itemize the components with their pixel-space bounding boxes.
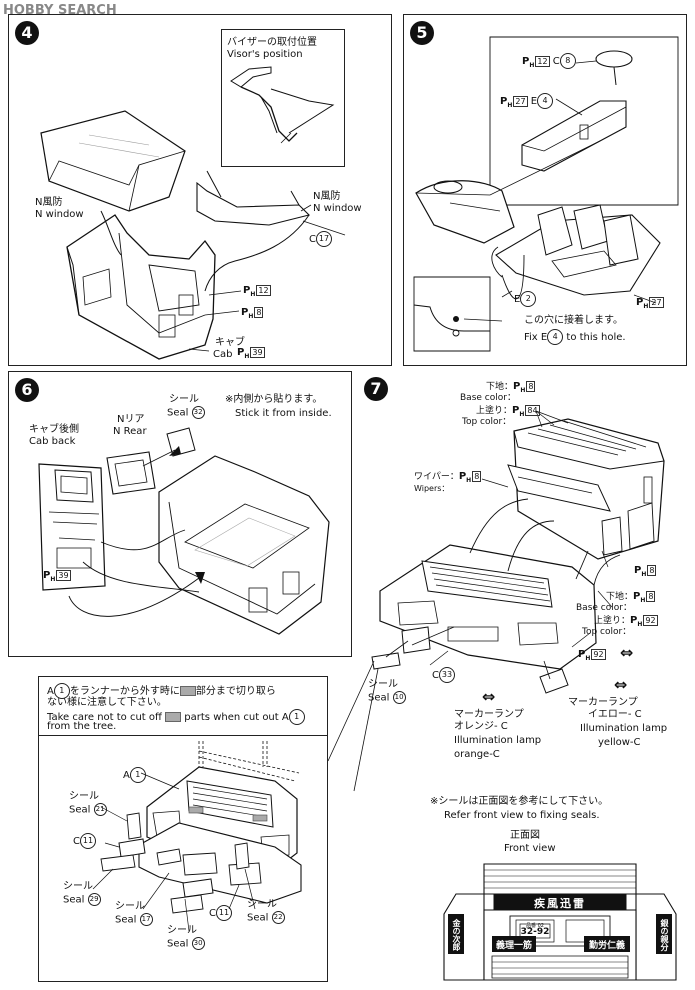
top-color-label-en: Top color：	[462, 417, 512, 427]
note-line-en1: Take care not to cut off parts when cut …	[47, 709, 305, 725]
step-6-panel: 6 シール Seal 32 ※内側から貼ります。 Stick it from i…	[8, 371, 352, 657]
visor-inset	[221, 29, 345, 167]
front-left-vertical: 金の次郎	[452, 919, 461, 951]
step-6-drawing	[38, 427, 330, 635]
step-7-area: 7	[327, 371, 688, 792]
double-arrow-icon-1: ⇔	[620, 643, 634, 662]
step-6-number: 6	[15, 378, 39, 402]
seal-17-label-en: Seal 17	[115, 913, 153, 927]
double-arrow-icon-3: ⇔	[614, 675, 628, 694]
seal-22-label-jp: シール	[247, 899, 277, 910]
visor-label-jp: バイザーの取付位置	[227, 37, 317, 48]
orange-lamp-jp1: マーカーランプ	[454, 709, 524, 720]
seal-29-label-en: Seal 29	[63, 893, 101, 907]
n-window-label2-en: N window	[313, 203, 362, 214]
cab-back-label-en: Cab back	[29, 436, 76, 447]
cab-label-en: Cab	[213, 349, 233, 360]
note-line-jp2: ない様に注意して下さい。	[47, 697, 167, 708]
yellow-lamp-jp2: イエロー- C	[588, 709, 642, 720]
seal-22-label-en: Seal 22	[247, 911, 285, 925]
visor-label-en: Visor's position	[227, 49, 303, 60]
cab-back-label-jp: キャブ後側	[29, 424, 79, 435]
orange-lamp-en2: orange-C	[454, 749, 500, 760]
front-left-sign: 義理一筋	[495, 941, 532, 951]
base-color-label-en: Base color：	[460, 393, 516, 403]
orange-lamp-jp2: オレンジ- C	[454, 721, 508, 732]
seal-30-label-en: Seal 30	[167, 937, 205, 951]
base2-label-en: Base color：	[576, 603, 632, 613]
top2-label-en: Top color：	[582, 627, 632, 637]
n-rear-label-en: N Rear	[113, 426, 147, 437]
step-7-drawing	[327, 410, 665, 792]
n-window-label-en: N window	[35, 209, 84, 220]
seal-21-label-jp: シール	[69, 791, 99, 802]
front-right-vertical: 銀の親分	[660, 919, 669, 951]
front-note-jp: ※シールは正面図を参考にして下さい。	[430, 796, 609, 807]
inside-note-en: Stick it from inside.	[235, 408, 332, 419]
seal-29-label-jp: シール	[63, 881, 93, 892]
n-window-label2-jp: N風防	[313, 191, 341, 202]
front-view-drawing: 疾風迅雷 品番 02 32-92 義理一筋 勤労仁義 金の次郎 銀の親分	[438, 858, 682, 982]
fix-label-jp: この穴に接着します。	[524, 315, 623, 326]
n-rear-label-jp: Nリア	[117, 414, 145, 425]
front-note-en: Refer front view to fixing seals.	[444, 810, 600, 821]
seal-32-label-en: Seal 32	[167, 406, 205, 420]
step-5-number: 5	[410, 21, 434, 45]
yellow-lamp-jp1: マーカーランプ	[568, 697, 638, 708]
seal-10-label-jp: シール	[368, 679, 398, 690]
step-4-panel: 4 バイザーの取付位置 Visor's position	[8, 14, 392, 366]
n-window-label-jp: N風防	[35, 197, 63, 208]
double-arrow-icon-2: ⇔	[482, 687, 496, 706]
seal-21-label-en: Seal 21	[69, 803, 107, 817]
step-4-drawing	[40, 66, 346, 360]
step-5-drawing	[413, 36, 679, 352]
wiper-label-en: Wipers：	[414, 484, 450, 493]
front-view-title-en: Front view	[504, 843, 556, 854]
front-view-title-jp: 正面図	[510, 830, 540, 841]
note-drawing	[92, 741, 302, 932]
note-line-en2: from the tree.	[47, 721, 117, 732]
cab-label-jp: キャブ	[215, 337, 245, 348]
seal-17-label-jp: シール	[115, 901, 145, 912]
front-right-sign: 勤労仁義	[588, 941, 625, 951]
step-7-number: 7	[364, 377, 388, 401]
yellow-lamp-en1: Illumination lamp	[580, 723, 668, 734]
step-4-number: 4	[15, 21, 39, 45]
inside-note-jp: ※内側から貼ります。	[225, 394, 323, 405]
front-banner-text: 疾風迅雷	[534, 897, 586, 910]
seal-10-label-en: Seal 10	[368, 691, 406, 705]
orange-lamp-en1: Illumination lamp	[454, 735, 542, 746]
seal-32-label-jp: シール	[169, 394, 199, 405]
front-plate-top: 品番 02	[526, 923, 544, 929]
yellow-lamp-en2: yellow-C	[598, 737, 641, 748]
seal-30-label-jp: シール	[167, 925, 197, 936]
front-plate-number: 32-92	[520, 927, 550, 937]
note-text-box	[39, 677, 327, 736]
